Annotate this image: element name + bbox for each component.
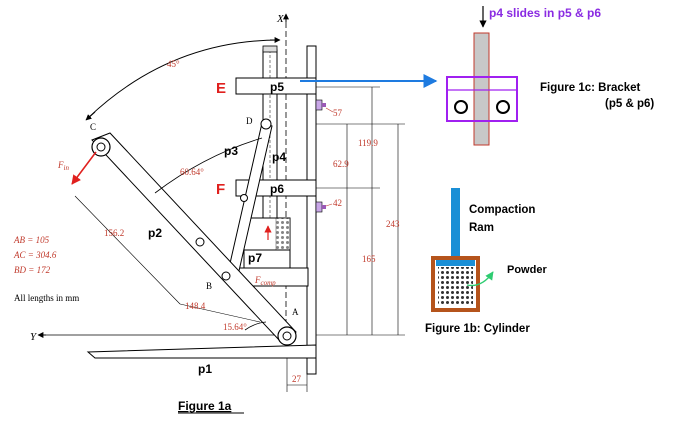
label-F: F (216, 181, 225, 198)
dim-243: 243 (386, 219, 400, 229)
dim-156: 156.2 (104, 228, 124, 238)
part-p5-bracket (235, 77, 317, 95)
powder-fill (438, 267, 473, 306)
pin-D (260, 118, 272, 130)
pin-B (221, 271, 231, 281)
legend-units: All lengths in mm (14, 293, 79, 303)
bracket-hole-right (496, 100, 510, 114)
arc-45 (87, 39, 281, 119)
bracket-hole-left (454, 100, 468, 114)
angle-60-label: 60.64° (180, 167, 204, 177)
bolt-upper (315, 99, 326, 111)
force-comp-label: Fcomp (254, 275, 276, 287)
legend-ac: AC = 304.6 (13, 250, 57, 260)
dim-57: 57 (333, 108, 343, 118)
pin-mid-p3 (240, 194, 248, 202)
force-in-arrow (71, 151, 97, 185)
figure-1c: p4 slides in p5 & p6 Figure 1c: Bracket … (446, 6, 654, 146)
figure-1b-caption: Figure 1b: Cylinder (425, 323, 530, 335)
cylinder-ram-head (436, 260, 475, 266)
dim-156-line (74, 195, 181, 305)
part-p4-label: p4 (272, 150, 286, 164)
dim-119-9: 119.9 (358, 138, 378, 148)
dim-27: 27 (292, 374, 302, 384)
part-p2-lever (91, 132, 297, 342)
ram-label-line2: Ram (469, 222, 494, 234)
legend-ab: AB = 105 (13, 235, 50, 245)
figure-1a-caption: Figure 1a (178, 399, 232, 413)
dim-165: 165 (362, 254, 376, 264)
dim-148-line (179, 303, 261, 323)
point-C-label: C (90, 122, 96, 132)
bolt-lower (315, 201, 326, 213)
part-p2-label: p2 (148, 226, 162, 240)
pin-C (91, 137, 111, 157)
bracket-body (446, 76, 518, 122)
force-in-label: Fin (57, 160, 69, 172)
figure-1b: Compaction Ram Powder Figure 1b: Cylinde… (425, 188, 547, 335)
dim-vertical-group (316, 86, 405, 336)
arc-15 (244, 321, 267, 331)
point-D-label: D (246, 116, 253, 126)
pin-A (277, 326, 297, 346)
bracket-rod (473, 32, 490, 146)
part-p6-label: p6 (270, 182, 284, 196)
part-p1-label: p1 (198, 362, 212, 376)
point-B-label: B (206, 281, 212, 291)
pin-mid (195, 237, 205, 247)
powder-label: Powder (507, 264, 547, 276)
axis-x-label: X (276, 13, 285, 25)
point-A-label: A (292, 307, 299, 317)
figure-1c-caption: Figure 1c: Bracket (540, 82, 641, 94)
figure-1c-sub: (p5 & p6) (605, 98, 654, 110)
note-p4-slides: p4 slides in p5 & p6 (489, 6, 601, 20)
dim-62-9: 62.9 (333, 159, 349, 169)
dim-148: 148.4 (185, 301, 206, 311)
part-p5-label: p5 (270, 80, 284, 94)
figure-1a: X Y p5 E p6 F 57 42 (13, 13, 405, 414)
legend-bd: BD = 172 (14, 265, 51, 275)
powder-arrow (466, 271, 494, 287)
compaction-ram (451, 188, 460, 260)
ram-label-line1: Compaction (469, 204, 535, 216)
axis-y-label: Y (30, 331, 38, 343)
frame-post (306, 45, 317, 375)
angle-15-label: 15.64° (223, 322, 247, 332)
part-p7-label: p7 (248, 251, 262, 265)
label-E: E (216, 80, 226, 97)
part-p1-base (86, 344, 317, 359)
arc-60 (154, 137, 263, 194)
angle-45-label: 45° (167, 59, 180, 69)
dim-42: 42 (333, 198, 342, 208)
